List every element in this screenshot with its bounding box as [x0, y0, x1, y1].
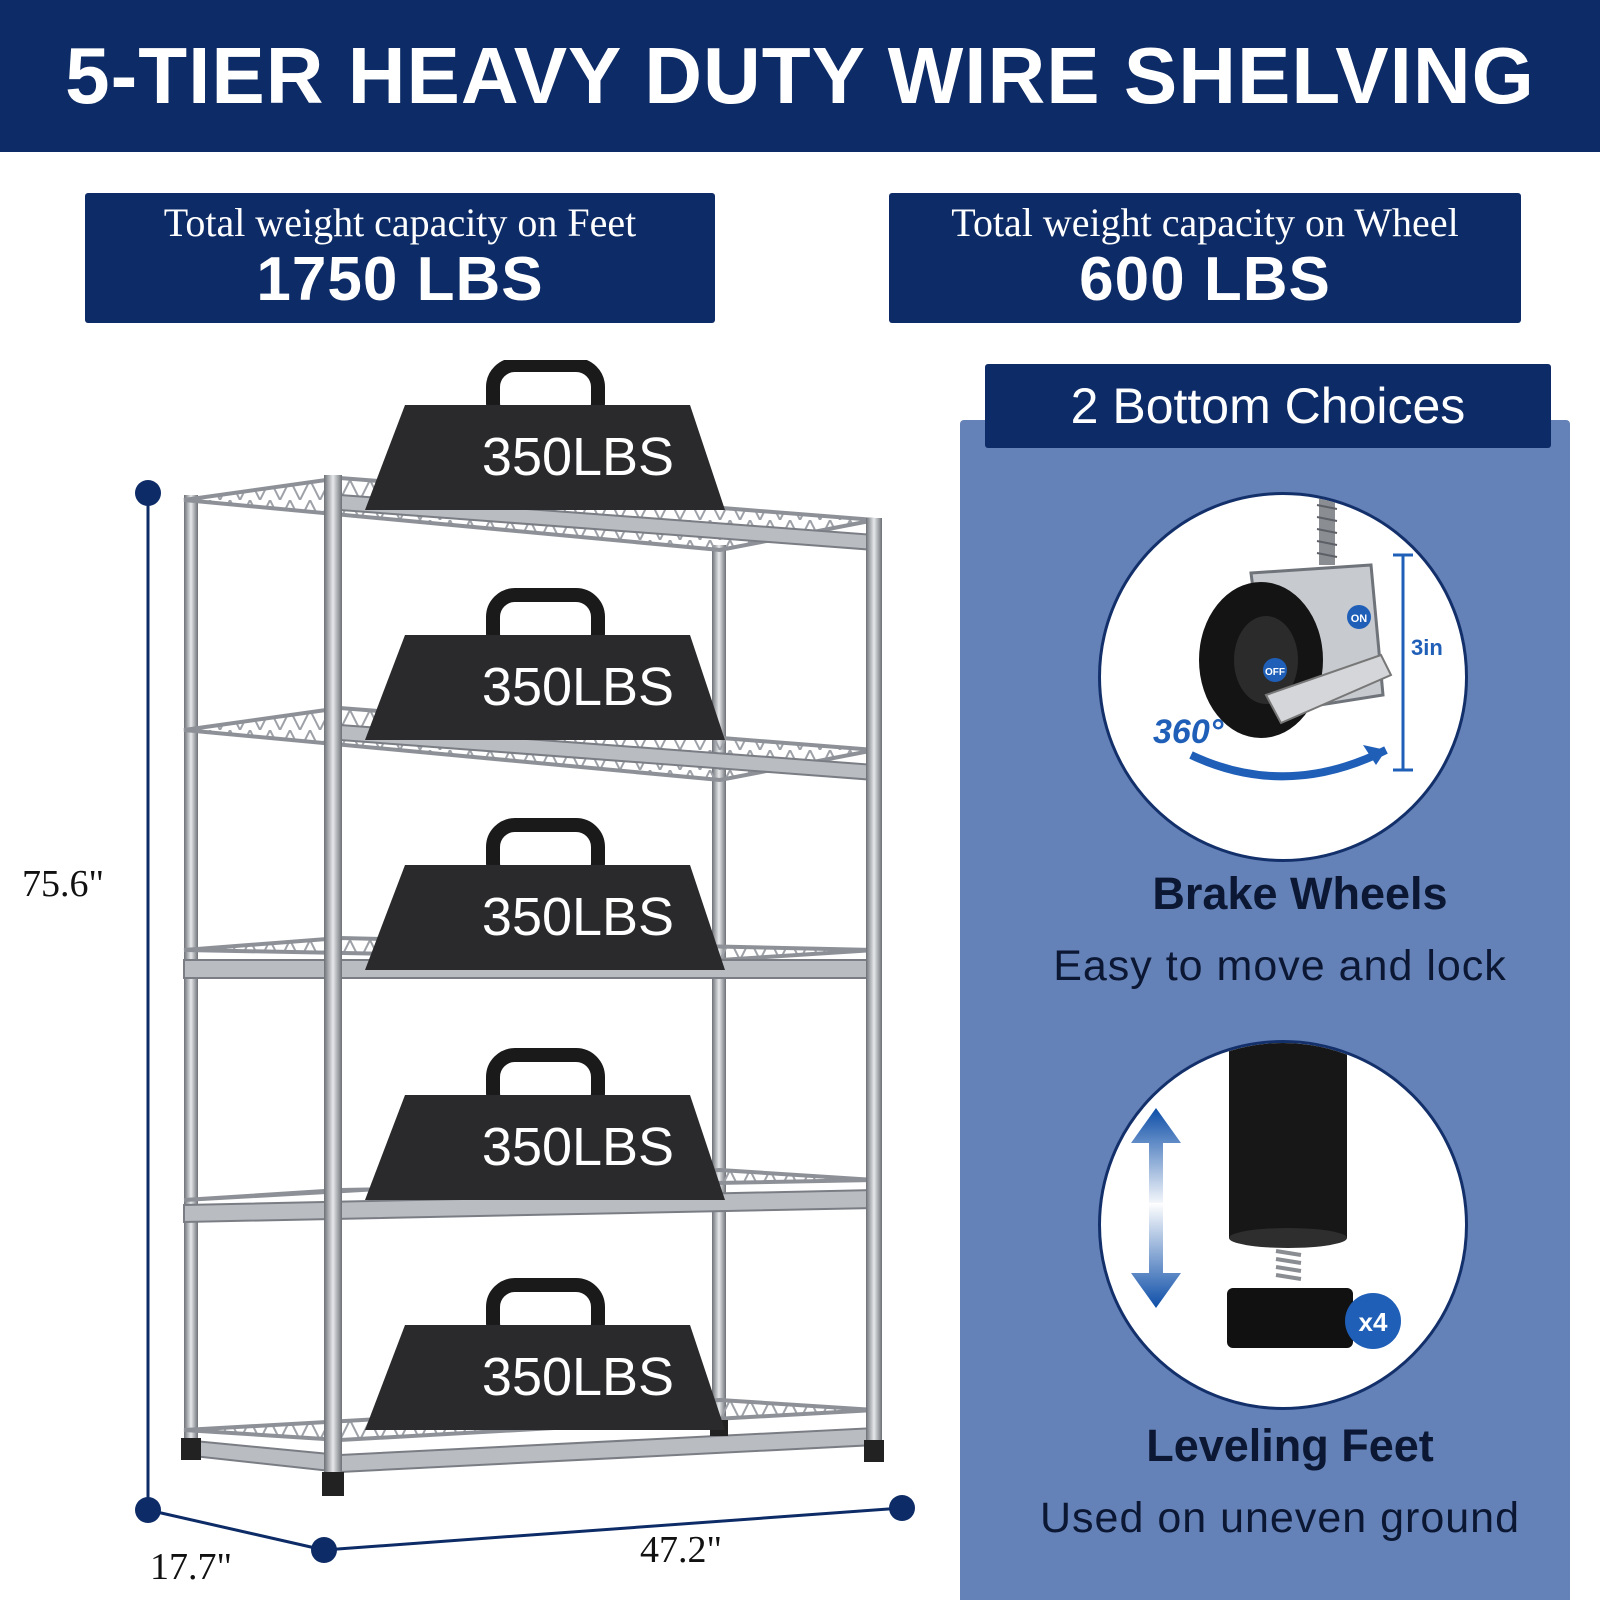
off-marker: OFF: [1265, 667, 1285, 678]
brake-wheel-image: ON OFF 360° 3in: [1098, 492, 1468, 862]
shelf-illustration: 350LBS 350LBS 350LBS 350LBS 350LBS: [135, 360, 915, 1563]
depth-dimension-line: [147, 1508, 325, 1552]
brake-wheels-title: Brake Wheels: [1152, 868, 1448, 919]
rotation-arrow-icon: [1189, 746, 1388, 781]
feet-capacity-box: Total weight capacity on Feet 1750 LBS: [85, 193, 715, 323]
depth-dimension-label: 17.7": [150, 1546, 233, 1588]
wheel-capacity-label: Total weight capacity on Wheel: [951, 200, 1459, 245]
feet-capacity-label: Total weight capacity on Feet: [163, 200, 637, 245]
weight-label: 350LBS: [482, 657, 674, 717]
page-title: 5-TIER HEAVY DUTY WIRE SHELVING: [65, 31, 1535, 120]
width-dimension-label: 47.2": [640, 1529, 723, 1571]
down-arrow-icon: [1131, 1203, 1181, 1308]
height-dimension-label: 75.6": [22, 863, 105, 905]
leveling-feet-subtitle: Used on uneven ground: [1039, 1494, 1521, 1542]
weight-block: 350LBS: [365, 1048, 725, 1200]
brake-wheels-subtitle: Easy to move and lock: [1053, 942, 1507, 990]
weight-label: 350LBS: [482, 1347, 674, 1407]
width-dimension-line: [323, 1506, 903, 1552]
weight-block: 350LBS: [365, 360, 725, 510]
rotation-label: 360°: [1153, 713, 1224, 751]
wheel-height-label: 3in: [1411, 635, 1443, 660]
weight-block: 350LBS: [365, 1278, 725, 1430]
weight-block: 350LBS: [365, 818, 725, 970]
header-banner: 5-TIER HEAVY DUTY WIRE SHELVING: [0, 0, 1600, 152]
weight-block: 350LBS: [365, 588, 725, 740]
quantity-badge: x4: [1359, 1307, 1388, 1337]
wheel-capacity-value: 600 LBS: [1079, 245, 1331, 314]
bottom-choices-title: 2 Bottom Choices: [985, 364, 1551, 448]
on-marker: ON: [1351, 613, 1368, 625]
feet-capacity-value: 1750 LBS: [256, 245, 544, 314]
up-arrow-icon: [1131, 1108, 1181, 1208]
wheel-capacity-box: Total weight capacity on Wheel 600 LBS: [889, 193, 1521, 323]
weight-label: 350LBS: [482, 427, 674, 487]
weight-label: 350LBS: [482, 887, 674, 947]
leveling-feet-title: Leveling Feet: [1146, 1420, 1434, 1471]
weight-label: 350LBS: [482, 1117, 674, 1177]
leveling-feet-image: x4: [1098, 1040, 1468, 1410]
